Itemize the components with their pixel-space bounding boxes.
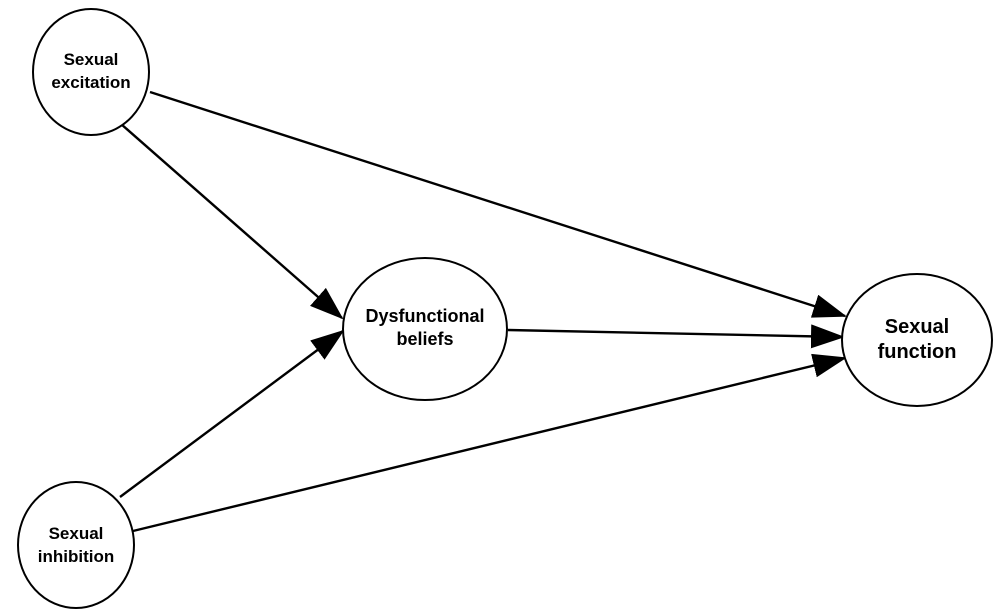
node-label-line1: Sexual — [64, 50, 119, 69]
node-dysfunctional-beliefs: Dysfunctional beliefs — [342, 257, 508, 401]
node-label-line2: inhibition — [38, 547, 114, 566]
node-sexual-inhibition: Sexual inhibition — [17, 481, 135, 609]
node-label-line1: Sexual — [885, 316, 949, 338]
node-label-line2: function — [878, 341, 957, 363]
edge-beliefs-to-function — [507, 324, 845, 349]
node-label-line2: excitation — [51, 73, 130, 92]
edge-inhibition-to-function — [132, 353, 847, 533]
node-label-line1: Sexual — [49, 524, 104, 543]
edge-excitation-to-beliefs — [120, 123, 344, 320]
node-ellipse — [17, 481, 135, 609]
node-label-line2: beliefs — [396, 329, 453, 349]
node-sexual-excitation: Sexual excitation — [32, 8, 150, 136]
edge-excitation-to-function — [149, 90, 847, 318]
node-label-line1: Dysfunctional — [365, 306, 484, 326]
node-ellipse — [32, 8, 150, 136]
node-ellipse — [841, 273, 993, 407]
node-sexual-function: Sexual function — [841, 273, 993, 407]
node-ellipse — [342, 257, 508, 401]
edge-inhibition-to-beliefs — [119, 329, 345, 498]
edges — [119, 90, 847, 533]
